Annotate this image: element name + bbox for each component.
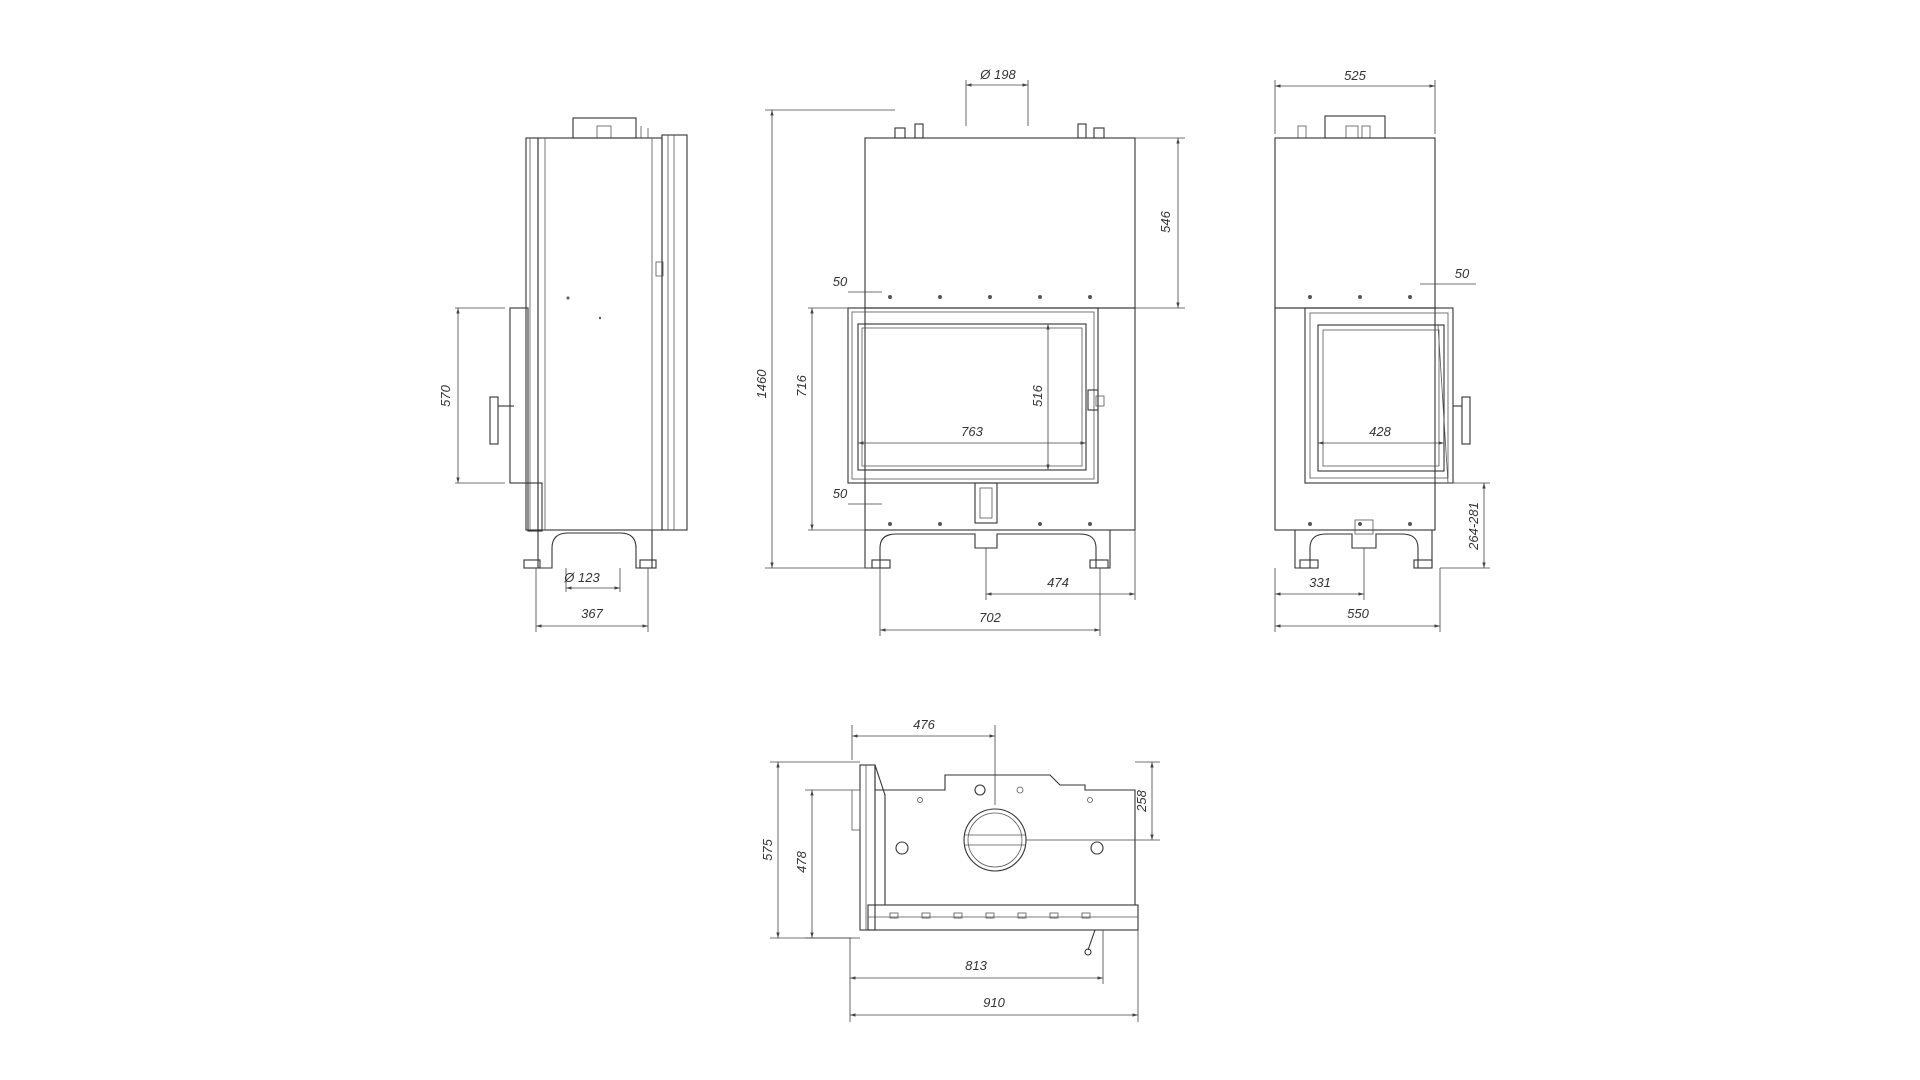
dim-1460: 1460 [754, 369, 769, 399]
dim-50-bottom: 50 [833, 486, 848, 501]
dim-331: 331 [1309, 575, 1331, 590]
dim-516: 516 [1030, 384, 1045, 406]
dim-50-top: 50 [833, 274, 848, 289]
dim-702: 702 [979, 610, 1001, 625]
dim-525: 525 [1344, 68, 1366, 83]
dim-258: 258 [1134, 789, 1149, 812]
dim-550: 550 [1347, 606, 1369, 621]
dim-476: 476 [913, 717, 935, 732]
dim-428: 428 [1369, 424, 1391, 439]
dim-264-281: 264-281 [1466, 502, 1481, 551]
dim-813: 813 [965, 958, 987, 973]
front-view: Ø 198 1460 546 716 516 763 50 50 474 [754, 67, 1185, 636]
dim-367: 367 [581, 606, 603, 621]
dim-50-right: 50 [1455, 266, 1470, 281]
dim-flue-123: Ø 123 [563, 570, 600, 585]
dim-716: 716 [794, 374, 809, 396]
dim-flue-198: Ø 198 [979, 67, 1016, 82]
side-view: 570 Ø 123 367 [438, 117, 688, 632]
dim-546: 546 [1158, 210, 1173, 232]
right-side-view: 525 50 428 264-281 331 550 [1274, 68, 1490, 632]
dim-575: 575 [760, 838, 775, 860]
dim-478: 478 [794, 850, 809, 872]
dim-474: 474 [1047, 575, 1069, 590]
dim-570: 570 [438, 384, 453, 406]
dim-763: 763 [961, 424, 983, 439]
plan-view: 476 258 575 478 813 910 [760, 717, 1160, 1022]
dim-910: 910 [983, 995, 1005, 1010]
